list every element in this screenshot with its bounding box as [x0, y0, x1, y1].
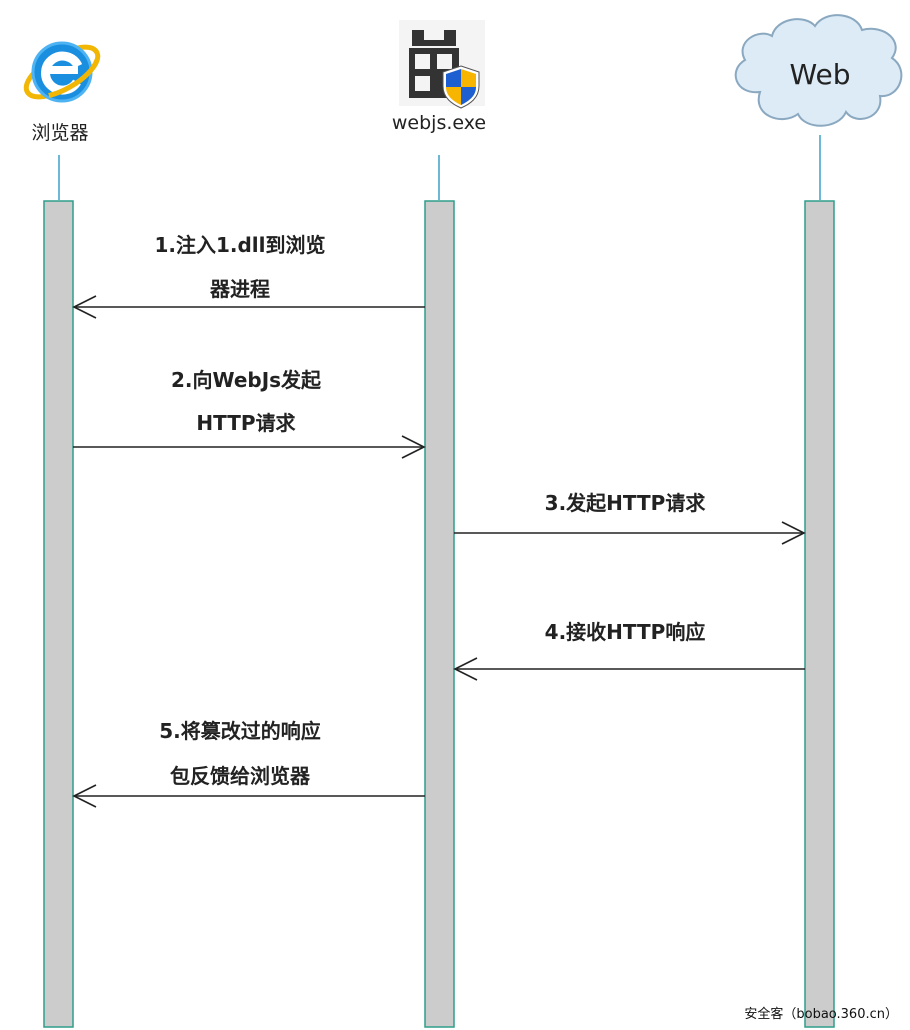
- browser-lifeline: [43, 200, 74, 1028]
- message-2-label-line1: 2.向WebJs发起: [170, 368, 322, 392]
- message-5-label-line1: 5.将篡改过的响应: [159, 719, 321, 743]
- webjs-actor-label: webjs.exe: [391, 112, 487, 134]
- message-4-arrow: [453, 657, 805, 681]
- message-2-arrow: [73, 435, 426, 459]
- message-3-label: 3.发起HTTP请求: [544, 491, 706, 515]
- browser-actor-label: 浏览器: [31, 122, 89, 144]
- watermark-text: 安全客（bobao.360.cn）: [744, 1007, 898, 1022]
- message-4-label: 4.接收HTTP响应: [544, 620, 706, 644]
- web-cloud-icon: [734, 14, 903, 127]
- webjs-exe-icon: [399, 20, 485, 109]
- web-actor-label: Web: [789, 58, 851, 91]
- message-5-arrow: [72, 784, 425, 808]
- message-1-label-line2: 器进程: [210, 277, 270, 301]
- ie-browser-icon: [23, 41, 101, 103]
- message-5-label-line2: 包反馈给浏览器: [170, 764, 310, 788]
- message-1-arrow: [72, 295, 425, 319]
- message-2-label-line2: HTTP请求: [196, 411, 296, 435]
- message-1-label-line1: 1.注入1.dll到浏览: [154, 233, 326, 257]
- webjs-lifeline: [424, 200, 455, 1028]
- web-lifeline: [804, 200, 835, 1028]
- message-3-arrow: [454, 521, 806, 545]
